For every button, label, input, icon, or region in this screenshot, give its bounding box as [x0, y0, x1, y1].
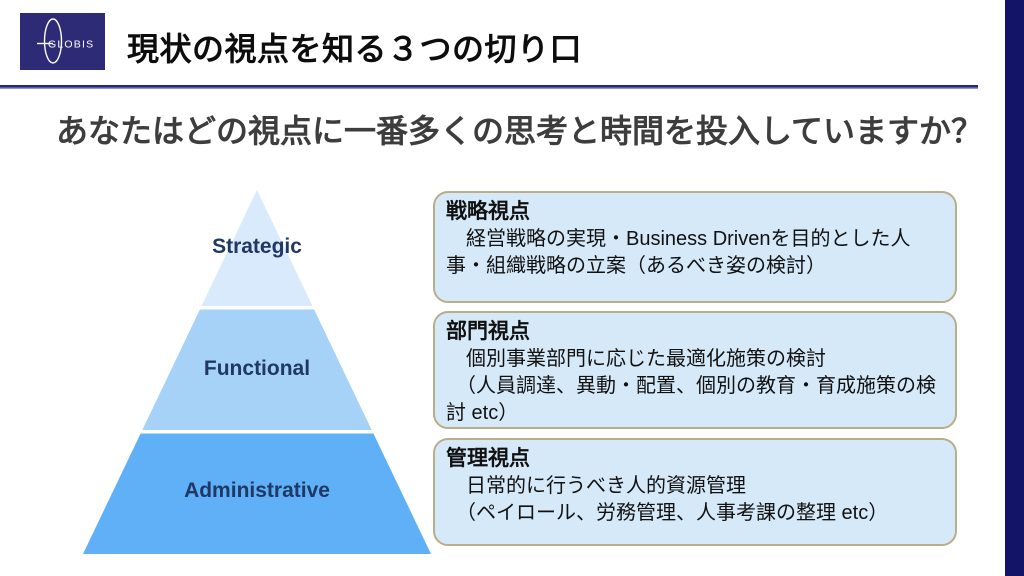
pyramid-label-functional: Functional	[203, 357, 311, 380]
right-accent-bar	[1005, 0, 1024, 576]
subtitle-question: あなたはどの視点に一番多くの思考と時間を投入していますか？	[56, 113, 984, 149]
callout-administrative-title: 管理視点	[446, 447, 530, 470]
page-title: 現状の視点を知る３つの切り口	[127, 31, 583, 67]
callout-strategic-title: 戦略視点	[446, 200, 530, 223]
callout-strategic-body: 経営戦略の実現・Business Drivenを目的とした人事・組織戦略の立案（…	[446, 228, 911, 277]
pyramid-label-administrative: Administrative	[184, 479, 330, 502]
callout-functional-body: 個別事業部門に応じた最適化施策の検討 （人員調達、異動・配置、個別の教育・育成施…	[446, 348, 936, 424]
pyramid-level-functional	[142, 309, 372, 430]
callout-administrative-body: 日常的に行うべき人的資源管理 （ペイロール、労務管理、人事考課の整理 etc）	[465, 475, 889, 524]
header-divider	[0, 85, 978, 89]
callout-strategic: 戦略視点 経営戦略の実現・Business Drivenを目的とした人事・組織戦…	[433, 191, 957, 303]
pyramid-level-strategic	[201, 190, 313, 306]
pyramid-level-administrative	[83, 433, 431, 554]
pyramid-diagram	[83, 190, 431, 554]
globis-logo: GLOBIS	[20, 13, 105, 70]
callout-functional-title: 部門視点	[446, 320, 530, 343]
globis-logo-text: GLOBIS	[48, 39, 94, 51]
callout-administrative: 管理視点 日常的に行うべき人的資源管理 （ペイロール、労務管理、人事考課の整理 …	[433, 438, 957, 546]
globis-logo-mark: GLOBIS	[37, 18, 94, 64]
callout-functional: 部門視点 個別事業部門に応じた最適化施策の検討 （人員調達、異動・配置、個別の教…	[433, 311, 957, 429]
pyramid-label-strategic: Strategic	[212, 235, 302, 258]
